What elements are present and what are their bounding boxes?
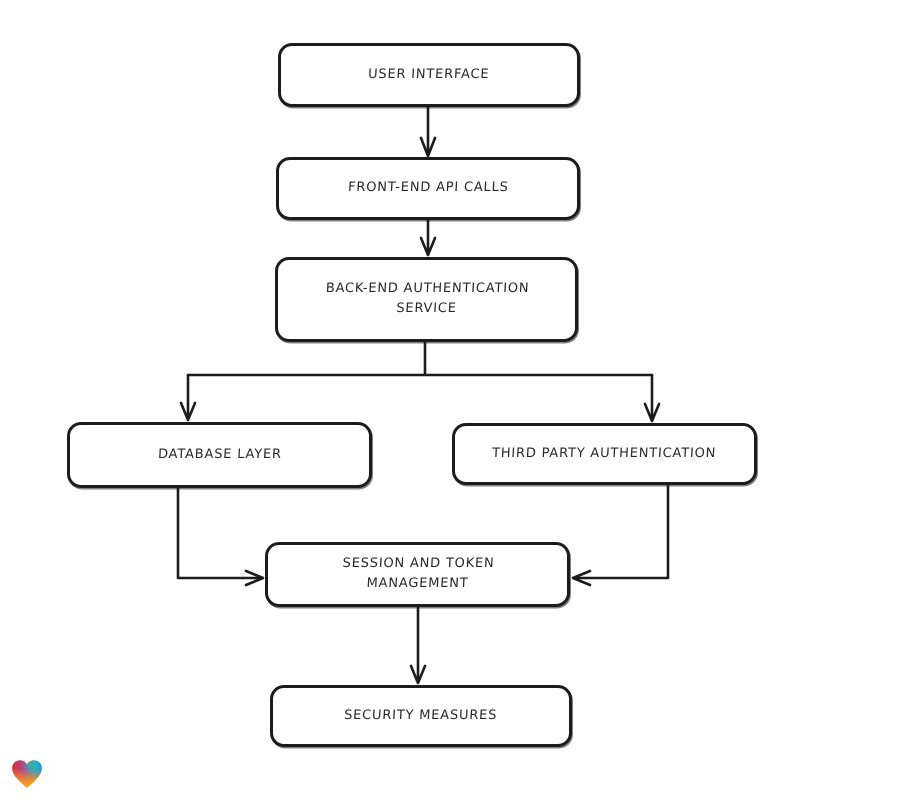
heart-icon bbox=[12, 760, 42, 788]
node-label: FRONT-END API CALLS bbox=[347, 180, 509, 196]
node-label: USER INTERFACE bbox=[367, 66, 491, 82]
edge-backend-split bbox=[186, 340, 654, 377]
node-label: DATABASE LAYER bbox=[157, 446, 282, 462]
arrowhead-down bbox=[419, 236, 437, 257]
node-user-interface: USER INTERFACE bbox=[278, 43, 580, 107]
node-label: SECURITY MEASURES bbox=[344, 707, 498, 723]
arrowhead-left bbox=[571, 569, 592, 587]
node-session-and-token-management: SESSION AND TOKEN MANAGEMENT bbox=[265, 542, 570, 607]
gradient-heart-logo bbox=[10, 758, 44, 790]
edge-database-to-session bbox=[176, 486, 264, 580]
arrowhead-right bbox=[244, 569, 265, 587]
node-security-measures: SECURITY MEASURES bbox=[270, 685, 572, 747]
node-database-layer: DATABASE LAYER bbox=[67, 422, 372, 488]
arrowhead-down bbox=[179, 401, 197, 422]
node-third-party-authentication: THIRD PARTY AUTHENTICATION bbox=[452, 423, 757, 485]
node-label: SESSION AND TOKEN MANAGEMENT bbox=[341, 556, 495, 592]
arrowhead-down bbox=[409, 664, 427, 685]
node-label: BACK-END AUTHENTICATION SERVICE bbox=[324, 281, 530, 317]
node-front-end-api-calls: FRONT-END API CALLS bbox=[276, 157, 580, 220]
edge-thirdparty-to-session bbox=[572, 483, 670, 580]
node-label: THIRD PARTY AUTHENTICATION bbox=[492, 445, 717, 461]
arrowhead-down bbox=[419, 136, 437, 158]
arrowhead-down bbox=[643, 402, 661, 423]
node-back-end-authentication-service: BACK-END AUTHENTICATION SERVICE bbox=[275, 257, 578, 342]
